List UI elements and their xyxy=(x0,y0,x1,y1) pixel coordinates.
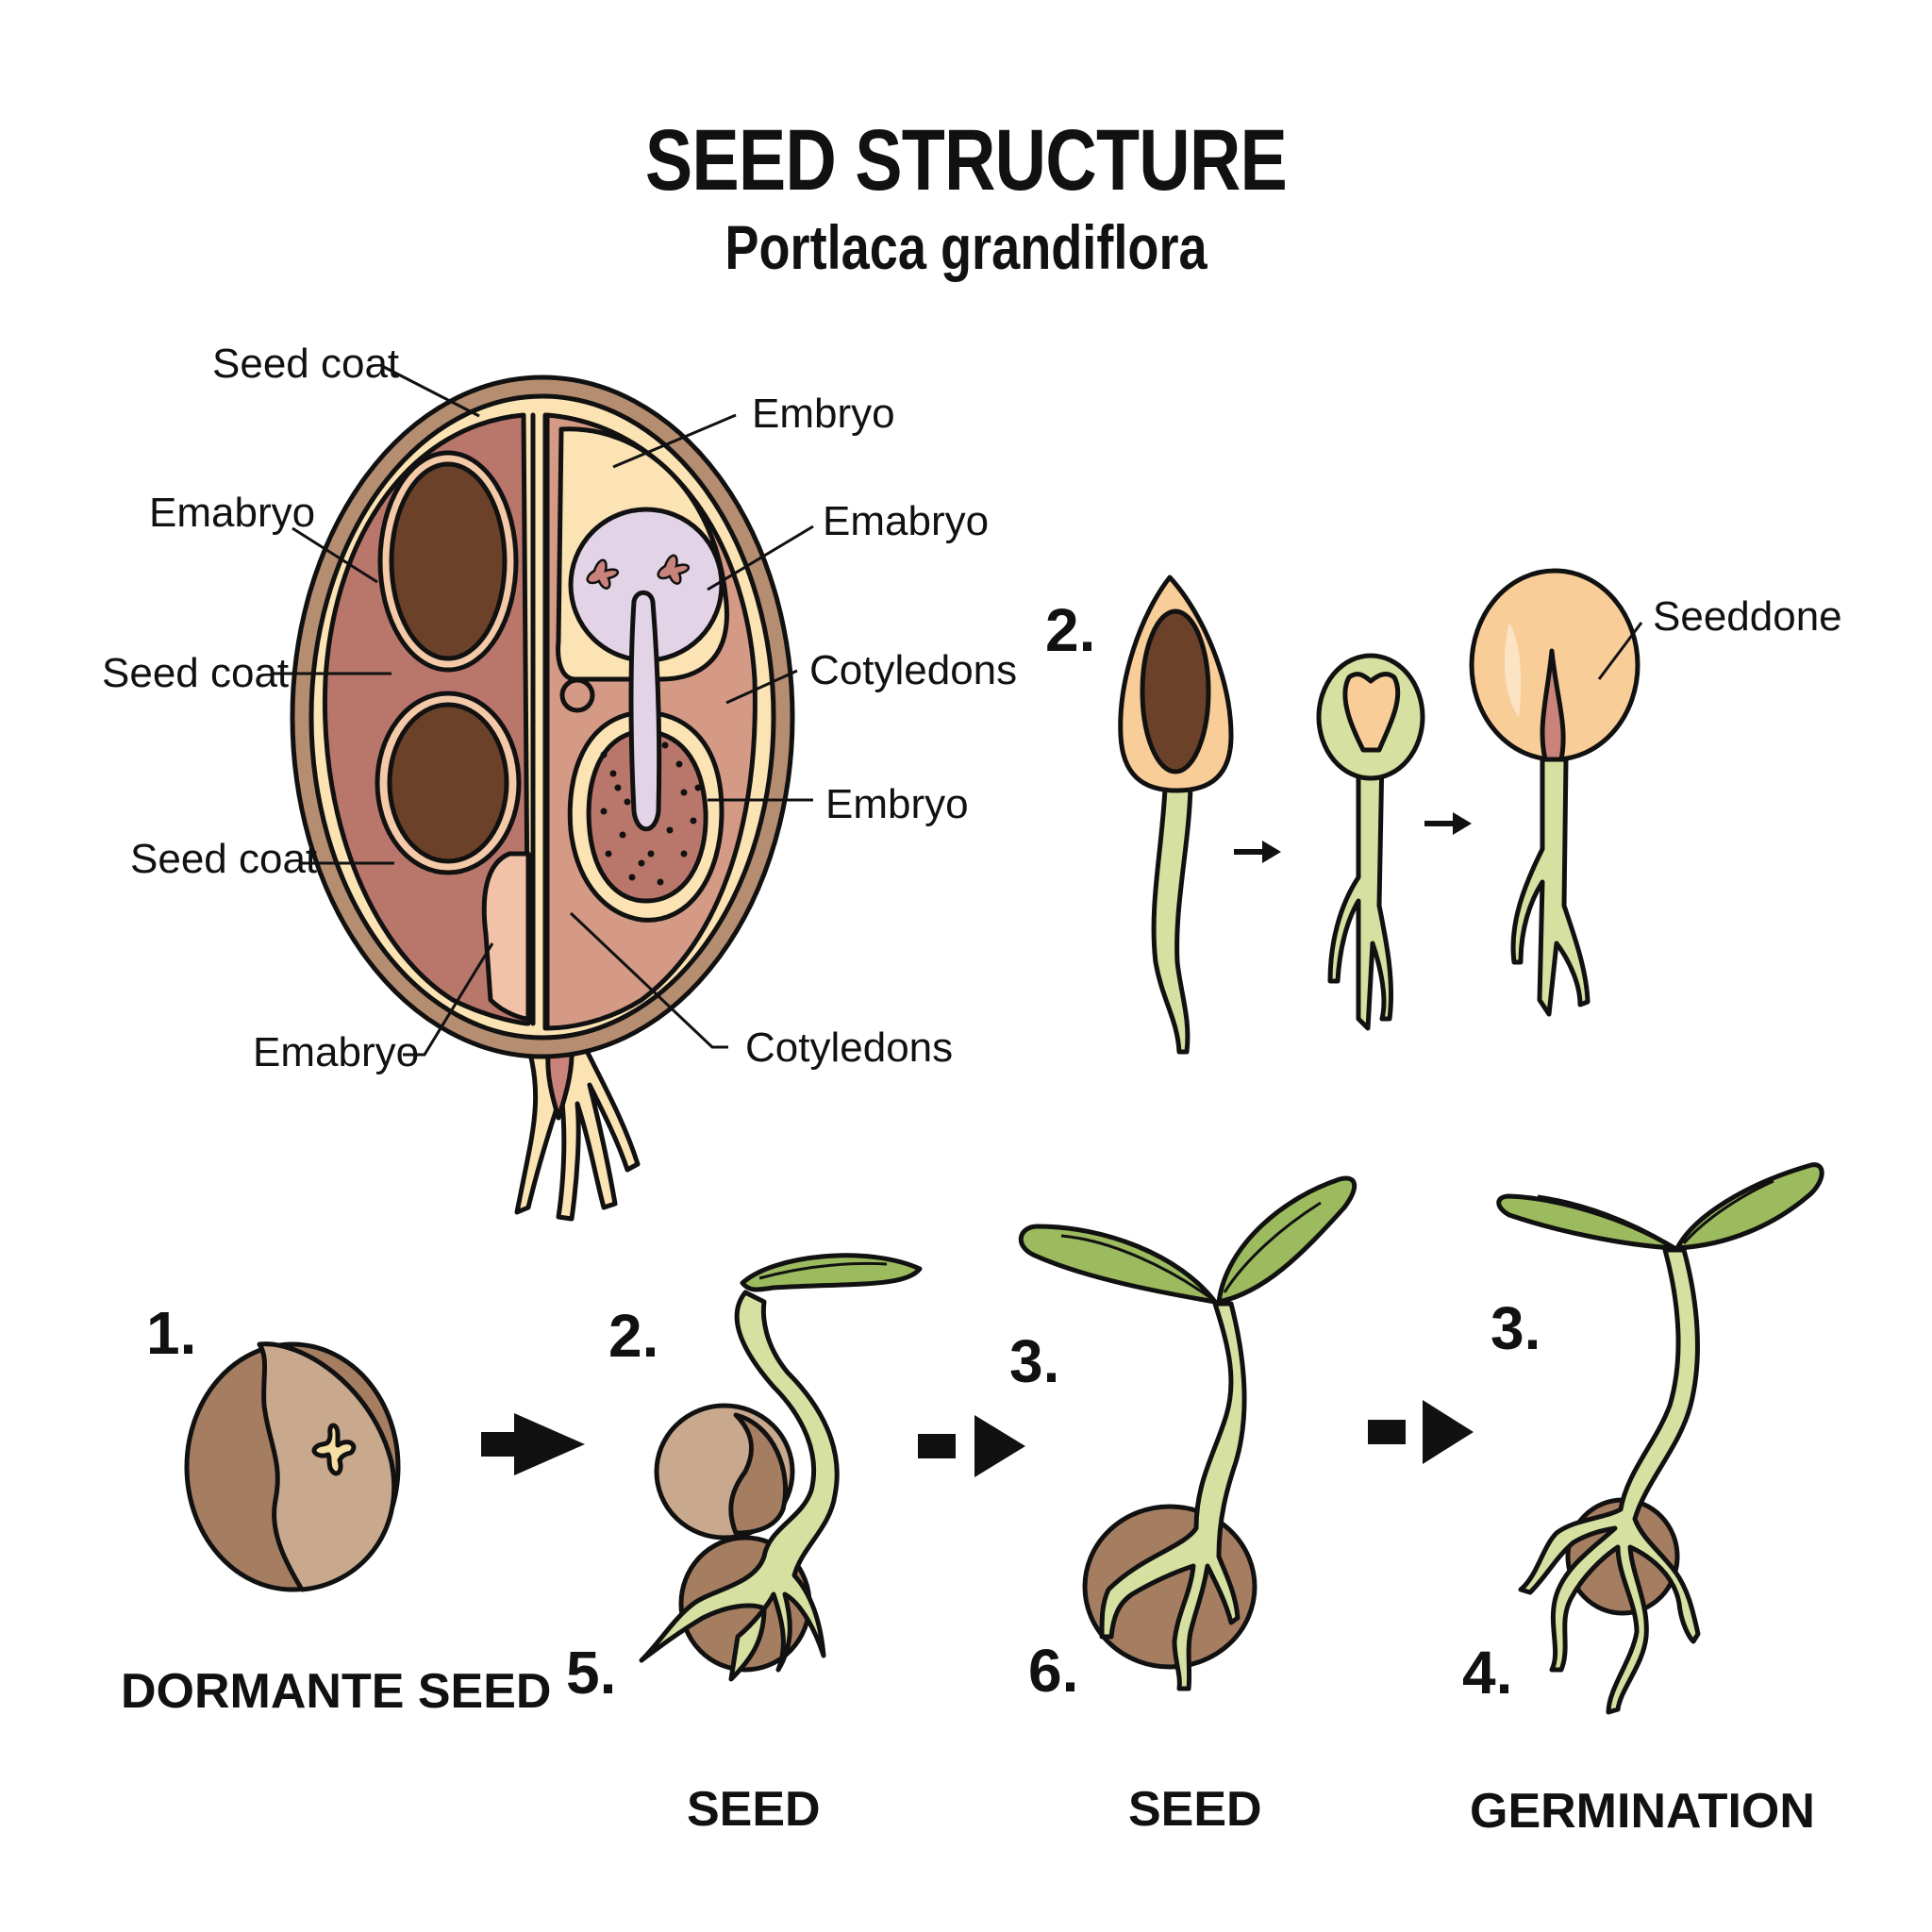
embryo-dot xyxy=(657,878,664,886)
seedling-peach xyxy=(1469,568,1643,1017)
embryo-dot xyxy=(624,798,631,806)
plumule-sprouts xyxy=(586,554,690,590)
arrow-right-icon-3 xyxy=(481,1413,585,1475)
label-emabryo-left-2: Emabryo xyxy=(253,1029,419,1075)
embryo-dot xyxy=(680,789,688,796)
stage-seedling-two-leaves: 3. 6. SEED xyxy=(1009,1175,1357,1837)
stage-dormant-seed: 1. DORMANTE SEED xyxy=(121,1299,551,1719)
arrow-right-icon-4 xyxy=(918,1415,1025,1477)
lower-cotyledon-core xyxy=(387,702,509,864)
emerging-seed xyxy=(1118,575,1234,1055)
label-seed-coat-top: Seed coat xyxy=(212,341,399,387)
embryo-dot xyxy=(666,826,674,834)
embryo-dot xyxy=(605,850,612,858)
label-seed-coat-mid: Seed coat xyxy=(102,650,289,696)
arrow-right-icon-2 xyxy=(1424,812,1472,835)
label-seeddone: Seeddone xyxy=(1653,593,1842,640)
leader-lines xyxy=(274,364,814,1057)
stage-2-secondary-number: 5. xyxy=(566,1639,616,1707)
embryo-dot xyxy=(614,784,622,791)
stage-4-secondary-number: 4. xyxy=(1462,1639,1512,1707)
seedling-hook xyxy=(1316,653,1425,1031)
embryo-dots xyxy=(600,741,702,886)
embryo-dot xyxy=(680,850,688,858)
label-emabryo-right: Emabryo xyxy=(823,498,989,544)
label-embryo-right-1: Embryo xyxy=(752,391,895,437)
embryo-dot xyxy=(600,751,608,758)
embryo-dot xyxy=(675,760,683,768)
stage-4-caption: GERMINATION xyxy=(1470,1784,1815,1839)
page-subtitle: Portlaca grandiflora xyxy=(724,212,1208,282)
stage-sprout-one-leaf: 2. 5. SEED xyxy=(566,1253,923,1837)
stage-1-number: 1. xyxy=(146,1299,196,1367)
stage-1-caption: DORMANTE SEED xyxy=(121,1664,551,1719)
label-embryo-right-2: Embryo xyxy=(825,781,969,827)
embryo-dot xyxy=(609,770,617,777)
cross-section-labels: Seed coat Emabryo Seed coat Seed coat Em… xyxy=(102,341,1017,1075)
label-cotyledons-right-1: Cotyledons xyxy=(809,647,1017,693)
page-title: SEED STRUCTURE xyxy=(644,112,1288,208)
embryo-dot xyxy=(600,808,608,815)
embryo-dot xyxy=(619,831,626,839)
arrow-right-icon-5 xyxy=(1368,1400,1474,1464)
embryo-dot xyxy=(628,874,636,881)
label-cotyledons-right-2: Cotyledons xyxy=(745,1024,953,1071)
embryo-dot xyxy=(661,741,669,749)
embryo-dot xyxy=(690,817,697,824)
stage-germination: 3. 4. GERMINATION xyxy=(1462,1162,1824,1839)
stage-3-secondary-number: 6. xyxy=(1028,1637,1078,1705)
hypocotyl-tube xyxy=(628,590,662,832)
embryo-dot xyxy=(694,784,702,791)
bottom-sequence: 1. DORMANTE SEED 2. 5. SEED xyxy=(121,1162,1824,1839)
stage-3-caption: SEED xyxy=(1128,1782,1262,1837)
embryo-dot xyxy=(638,859,645,867)
stage-2-number: 2. xyxy=(608,1302,658,1370)
radicle-left xyxy=(481,851,531,1022)
stage-3-number: 3. xyxy=(1009,1327,1059,1395)
stage-2-caption: SEED xyxy=(687,1782,821,1837)
upper-cotyledon-core xyxy=(389,461,508,661)
top-sequence: 2. Seeddone xyxy=(1045,568,1842,1055)
arrow-right-icon xyxy=(1234,841,1281,863)
hilum-node xyxy=(559,677,595,713)
stage-4-number: 3. xyxy=(1491,1294,1541,1362)
label-emabryo-left-1: Emabryo xyxy=(149,490,315,536)
label-seed-coat-low: Seed coat xyxy=(130,836,317,882)
embryo-dot xyxy=(647,850,655,858)
seed-cross-section xyxy=(290,375,795,1222)
top-step-number: 2. xyxy=(1045,596,1095,664)
